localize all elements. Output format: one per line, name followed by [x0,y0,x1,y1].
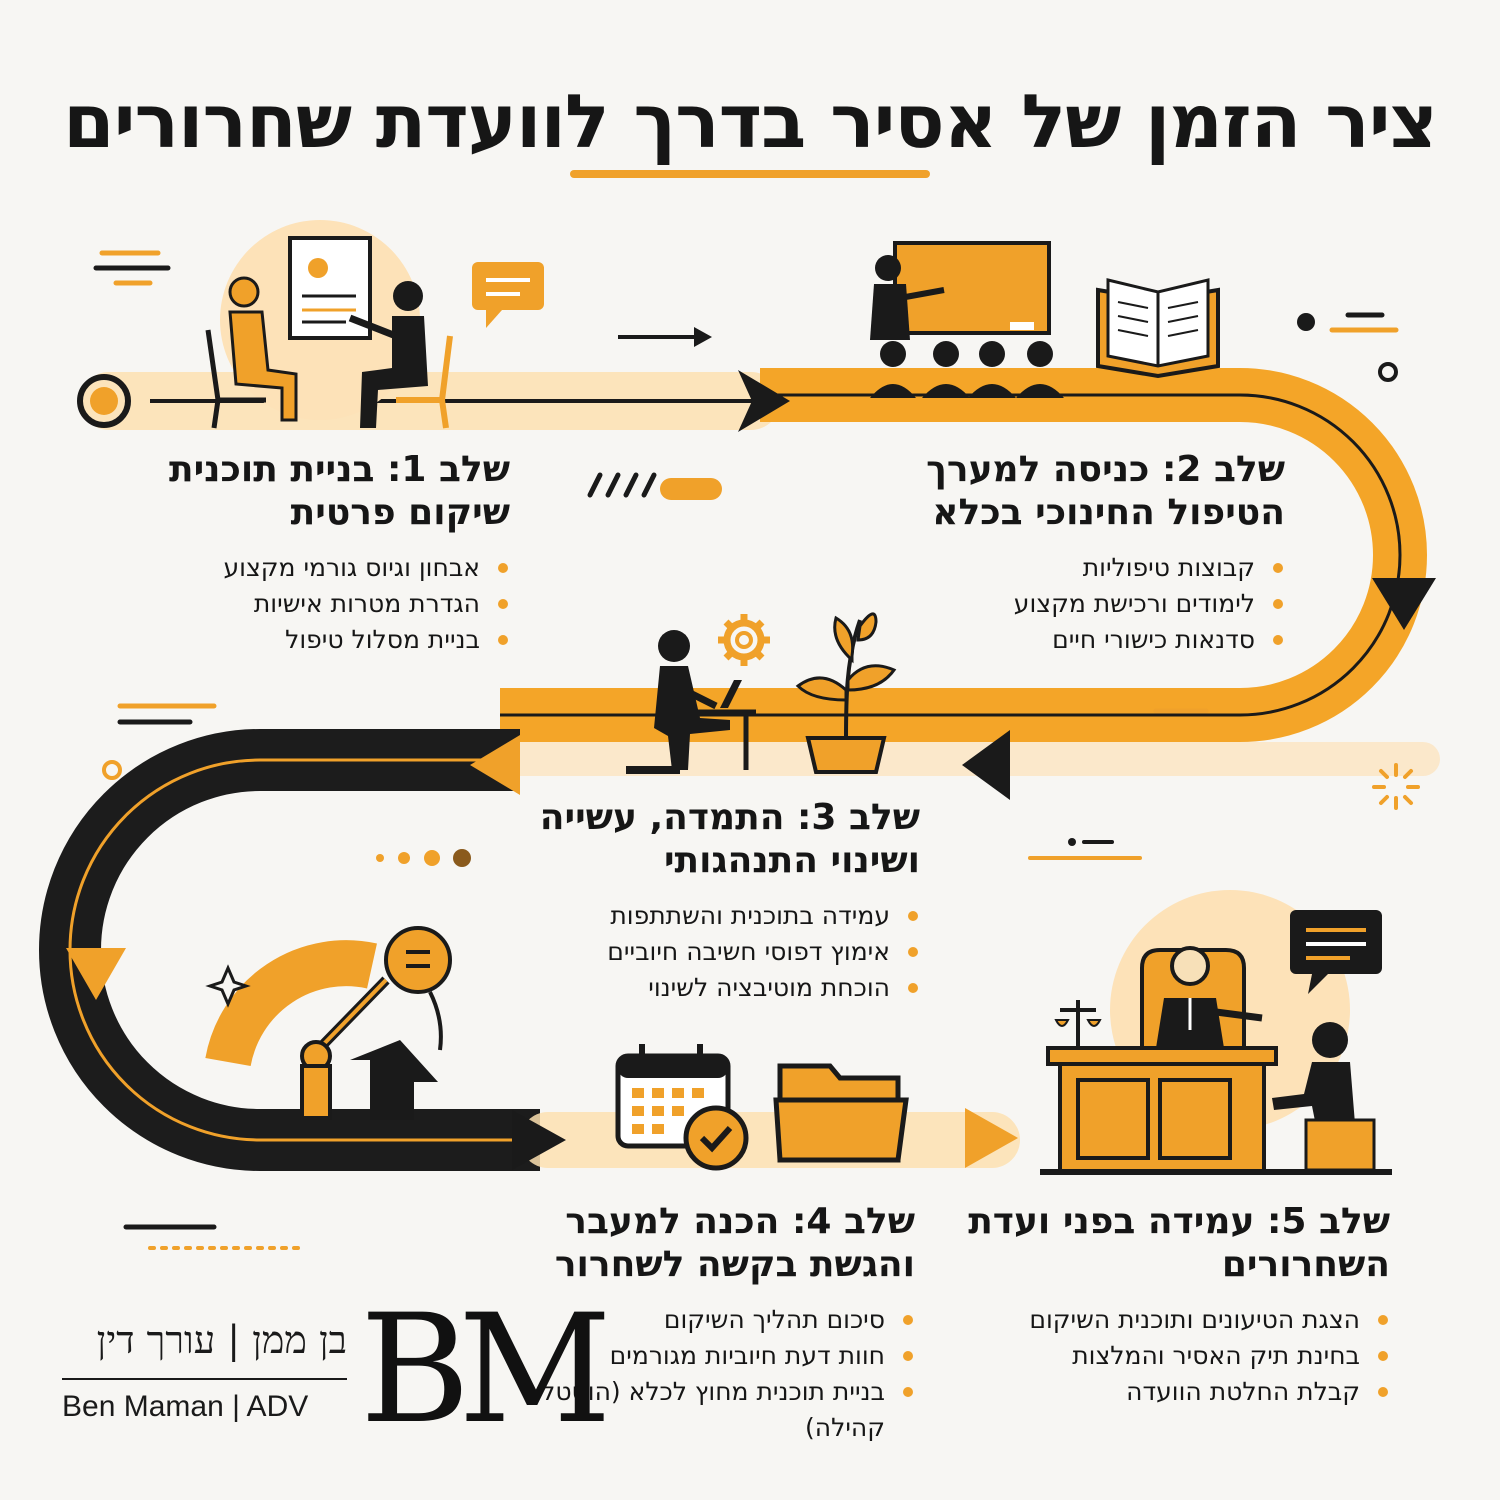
step-title: שלב 3: התמדה, עשייה ושינוי התנהגותי [539,797,920,882]
step-5: שלב 5: עמידה בפני ועדת השחרורים הצגת הטי… [930,1200,1390,1410]
parole-board-judge-icon [1040,890,1392,1175]
arrow-left-icon [962,730,1010,800]
title-underline [570,170,930,178]
step-item: סדנאות כישורי חיים [805,622,1285,658]
arrow-right-icon [738,370,790,432]
decorations [93,250,1420,1250]
start-marker-icon [77,374,131,428]
step-item: הצגת הטיעונים ותוכנית השיקום [930,1302,1390,1338]
brand-name-english: Ben Maman | ADV [62,1390,309,1423]
step-item: הגדרת מטרות אישיות [80,586,510,622]
step-item: קבוצות טיפוליות [805,550,1285,586]
counseling-session-icon [205,220,544,429]
arrow-down-icon-orange [66,948,126,1000]
step-title: שלב 5: עמידה בפני ועדת השחרורים [968,1201,1390,1286]
plant-icon [795,612,897,774]
step-item: אימוץ דפוסי חשיבה חיוביים [460,934,920,970]
step-title: שלב 4: הכנה למעבר והגשת בקשה לשחרור [554,1201,915,1286]
step-items: קבוצות טיפוליות לימודים ורכישת מקצוע סדנ… [805,550,1285,658]
step-item: סיכום תהליך השיקום [475,1302,915,1338]
step-item: בחינת תיק האסיר והמלצות [930,1338,1390,1374]
step-item: בניית מסלול טיפול [80,622,510,658]
step-items: אבחון וגיוס גורמי מקצוע הגדרת מטרות אישי… [80,550,510,658]
bm-logo-icon: BM [360,1283,612,1457]
step-item: קבלת החלטת הוועדה [930,1374,1390,1410]
step-items: עמידה בתוכנית והשתתפות אימוץ דפוסי חשיבה… [460,898,920,1006]
step-3: שלב 3: התמדה, עשייה ושינוי התנהגותי עמיד… [460,796,920,1006]
step-item: חוות דעת חיוביות מגורמים [475,1338,915,1374]
step-2: שלב 2: כניסה למערך הטיפול החינוכי בכלא ק… [805,448,1285,658]
step-4: שלב 4: הכנה למעבר והגשת בקשה לשחרור סיכו… [475,1200,915,1446]
classroom-teacher-icon [870,241,1220,398]
step-item: עמידה בתוכנית והשתתפות [460,898,920,934]
path-arrows [66,327,1436,1170]
person-working-laptop-icon [626,630,756,774]
step-title: שלב 1: בניית תוכנית שיקום פרטית [168,449,510,534]
progress-gauge-icon [205,926,452,1120]
gear-icon [718,614,770,666]
arrow-left-icon-orange [470,735,520,795]
arrow-down-icon [1372,578,1436,630]
folder-icon [773,1063,909,1163]
step-item: אבחון וגיוס גורמי מקצוע [80,550,510,586]
arrow-right-icon-dark [512,1110,566,1170]
page-title: ציר הזמן של אסיר בדרך לוועדת שחרורים [63,79,1438,165]
step-title: שלב 2: כניסה למערך הטיפול החינוכי בכלא [926,449,1285,534]
step-item: בניית תוכנית מחוץ לכלא (הוסטל, קהילה) [475,1374,915,1446]
calendar-check-icon [615,1044,749,1171]
step-items: הצגת הטיעונים ותוכנית השיקום בחינת תיק ה… [930,1302,1390,1410]
brand-divider [62,1378,347,1380]
step-1: שלב 1: בניית תוכנית שיקום פרטית אבחון וג… [80,448,510,658]
step-item: הוכחת מוטיבציה לשינוי [460,970,920,1006]
arrow-right-icon-light [965,1108,1018,1168]
brand-name-hebrew: בן ממן | עורך דין [96,1318,347,1362]
step-items: סיכום תהליך השיקום חוות דעת חיוביות מגור… [475,1302,915,1446]
step-item: לימודים ורכישת מקצוע [805,586,1285,622]
